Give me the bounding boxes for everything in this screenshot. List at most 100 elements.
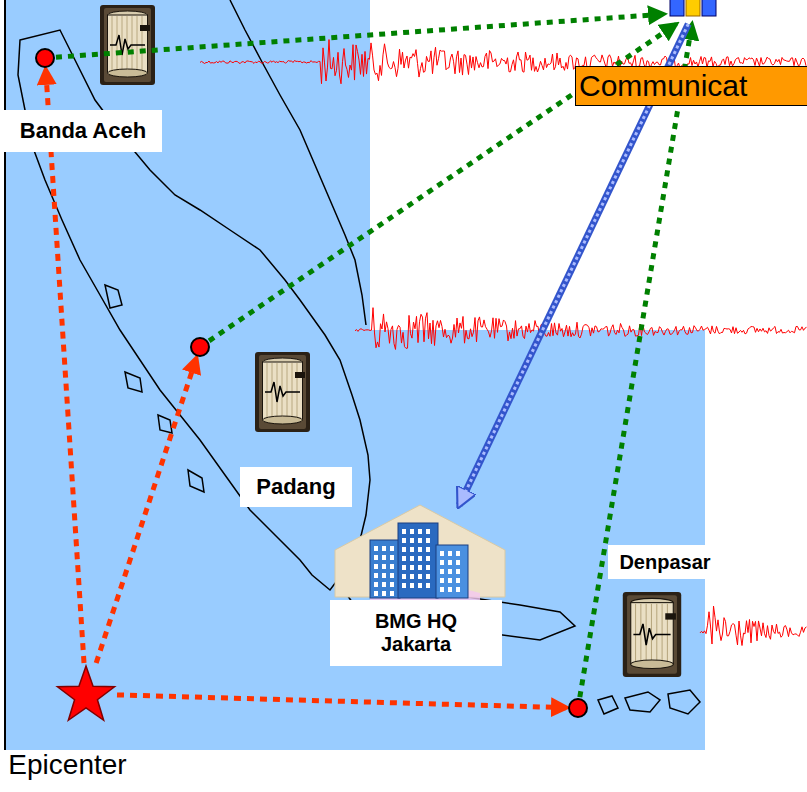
headquarters-building: BMG HQ Jakarta: [330, 505, 510, 670]
window: [440, 578, 444, 583]
seismometer-icon: [255, 352, 310, 432]
window: [448, 560, 452, 565]
window: [390, 591, 394, 596]
window: [426, 556, 430, 561]
node-label: BMG HQ Jakarta: [330, 600, 502, 666]
window: [374, 564, 378, 569]
signal-connector: [96, 357, 196, 663]
node-label: Communicat: [575, 66, 807, 106]
office-tower: [398, 523, 438, 598]
connector-line: [96, 357, 196, 663]
window: [410, 583, 414, 588]
station-dot: Padang: [190, 337, 210, 357]
label-text: Banda Aceh: [20, 118, 146, 144]
signal-connector: [580, 24, 692, 697]
window: [374, 591, 378, 596]
window: [448, 569, 452, 574]
building-backdrop: [335, 505, 505, 597]
window: [418, 547, 422, 552]
island: [125, 372, 142, 392]
window: [374, 546, 378, 551]
window: [374, 582, 378, 587]
window: [440, 551, 444, 556]
window: [440, 560, 444, 565]
node-label: Denpasar: [608, 545, 722, 579]
window: [418, 583, 422, 588]
window: [410, 574, 414, 579]
lombok-coast: [625, 692, 660, 712]
window: [382, 582, 386, 587]
sumbawa-coast: [668, 690, 700, 714]
station-dot: Denpasar: [568, 698, 588, 718]
label-text: Denpasar: [619, 551, 710, 574]
window: [456, 551, 460, 556]
epicenter-star: [57, 666, 114, 720]
window: [418, 538, 422, 543]
window: [440, 587, 444, 592]
window: [410, 538, 414, 543]
window: [390, 555, 394, 560]
window: [402, 583, 406, 588]
solar-panel: [702, 0, 716, 16]
seismometer-icon: [623, 592, 681, 677]
window: [382, 564, 386, 569]
window: [402, 538, 406, 543]
island: [188, 470, 204, 492]
signal-connector: [56, 14, 664, 57]
signal-connector: [117, 695, 567, 708]
epicenter-star: Epicenter: [55, 663, 117, 725]
seismometer-icon: [100, 5, 155, 85]
window: [402, 565, 406, 570]
connector-line: [46, 69, 84, 663]
window: [402, 547, 406, 552]
window: [456, 578, 460, 583]
window: [402, 529, 406, 534]
node-label: Padang: [240, 467, 352, 507]
office-tower: [370, 540, 400, 598]
window: [448, 587, 452, 592]
coastline: [18, 0, 700, 714]
window: [426, 529, 430, 534]
node-label: Epicenter: [2, 743, 133, 787]
label-text: BMG HQ Jakarta: [356, 610, 476, 656]
window: [382, 546, 386, 551]
window: [390, 582, 394, 587]
epicenter-star-shape: [55, 663, 117, 725]
peninsula-coast: [230, 0, 366, 325]
connector-line: [117, 695, 567, 708]
bali-coast: [598, 696, 618, 714]
window: [374, 573, 378, 578]
window: [456, 587, 460, 592]
window: [418, 529, 422, 534]
window: [390, 564, 394, 569]
window: [448, 551, 452, 556]
window: [382, 591, 386, 596]
sea-area: [5, 0, 705, 750]
satellite-body: [686, 0, 700, 16]
window: [382, 555, 386, 560]
window: [402, 556, 406, 561]
window: [390, 546, 394, 551]
sea-area: [5, 0, 370, 505]
sea-area: [370, 330, 705, 505]
connector-line: [580, 24, 692, 697]
window: [402, 574, 406, 579]
node-label: Banda Aceh: [4, 110, 162, 152]
window: [410, 529, 414, 534]
window: [374, 555, 378, 560]
satellite-shape: [664, 0, 724, 24]
window: [448, 578, 452, 583]
window: [418, 565, 422, 570]
connector-line: [56, 14, 664, 57]
window: [410, 556, 414, 561]
label-text: Epicenter: [8, 749, 126, 781]
window: [390, 573, 394, 578]
station-dot: Banda Aceh: [35, 48, 55, 68]
window: [410, 547, 414, 552]
window: [456, 569, 460, 574]
seismogram-trace: [700, 606, 807, 645]
window: [426, 565, 430, 570]
office-tower: [436, 545, 468, 598]
island: [105, 285, 122, 308]
window: [382, 573, 386, 578]
